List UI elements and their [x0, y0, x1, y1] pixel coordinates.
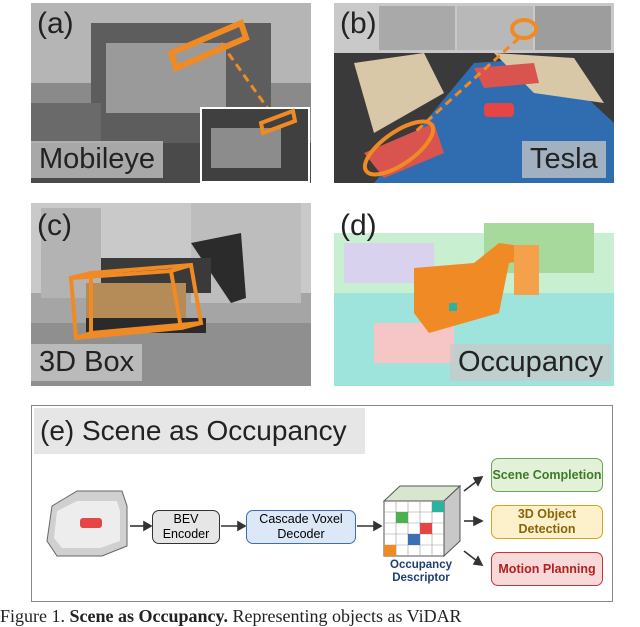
- panel-c-name: 3D Box: [31, 344, 143, 381]
- motion-planning-box: Motion Planning: [491, 552, 603, 586]
- camera-rig-icon: [46, 490, 128, 557]
- panel-b-tag: (b): [340, 7, 377, 40]
- panel-b-tesla: (b) Tesla: [334, 3, 614, 183]
- occupancy-descriptor-label: Occupancy Descriptor: [390, 559, 452, 584]
- panel-b-name: Tesla: [522, 141, 606, 178]
- caption-rest: Representing objects as ViDAR: [228, 606, 462, 626]
- caption-prefix: Figure 1.: [0, 606, 65, 626]
- panel-c-3d-box: (c) 3D Box: [31, 203, 311, 386]
- panel-d-tag: (d): [340, 209, 377, 242]
- cascade-voxel-decoder-box: Cascade Voxel Decoder: [246, 510, 356, 544]
- panel-a-tag: (a): [37, 7, 74, 40]
- pipeline-title: (e) Scene as Occupancy: [34, 408, 365, 454]
- figure-caption: Figure 1. Scene as Occupancy. Representi…: [0, 606, 640, 627]
- caption-bold: Scene as Occupancy.: [69, 606, 229, 626]
- scene-completion-box: Scene Completion: [491, 458, 603, 492]
- panel-a-mobileye: (a) Mobileye: [31, 3, 311, 183]
- mobileye-scene-illustration: [31, 3, 311, 183]
- panel-d-name: Occupancy: [450, 344, 612, 381]
- occupancy-descriptor-cube: [382, 484, 462, 558]
- tesla-scene-illustration: [334, 3, 614, 183]
- panel-c-tag: (c): [37, 209, 72, 242]
- panel-a-name: Mobileye: [31, 141, 164, 178]
- panel-d-occupancy: (d) Occupancy: [334, 203, 614, 386]
- 3d-object-detection-box: 3D Object Detection: [491, 505, 603, 539]
- pipeline-graphics: [46, 476, 484, 566]
- pipeline-panel: (e) Scene as Occupancy: [31, 405, 613, 602]
- bev-encoder-box: BEV Encoder: [152, 510, 220, 544]
